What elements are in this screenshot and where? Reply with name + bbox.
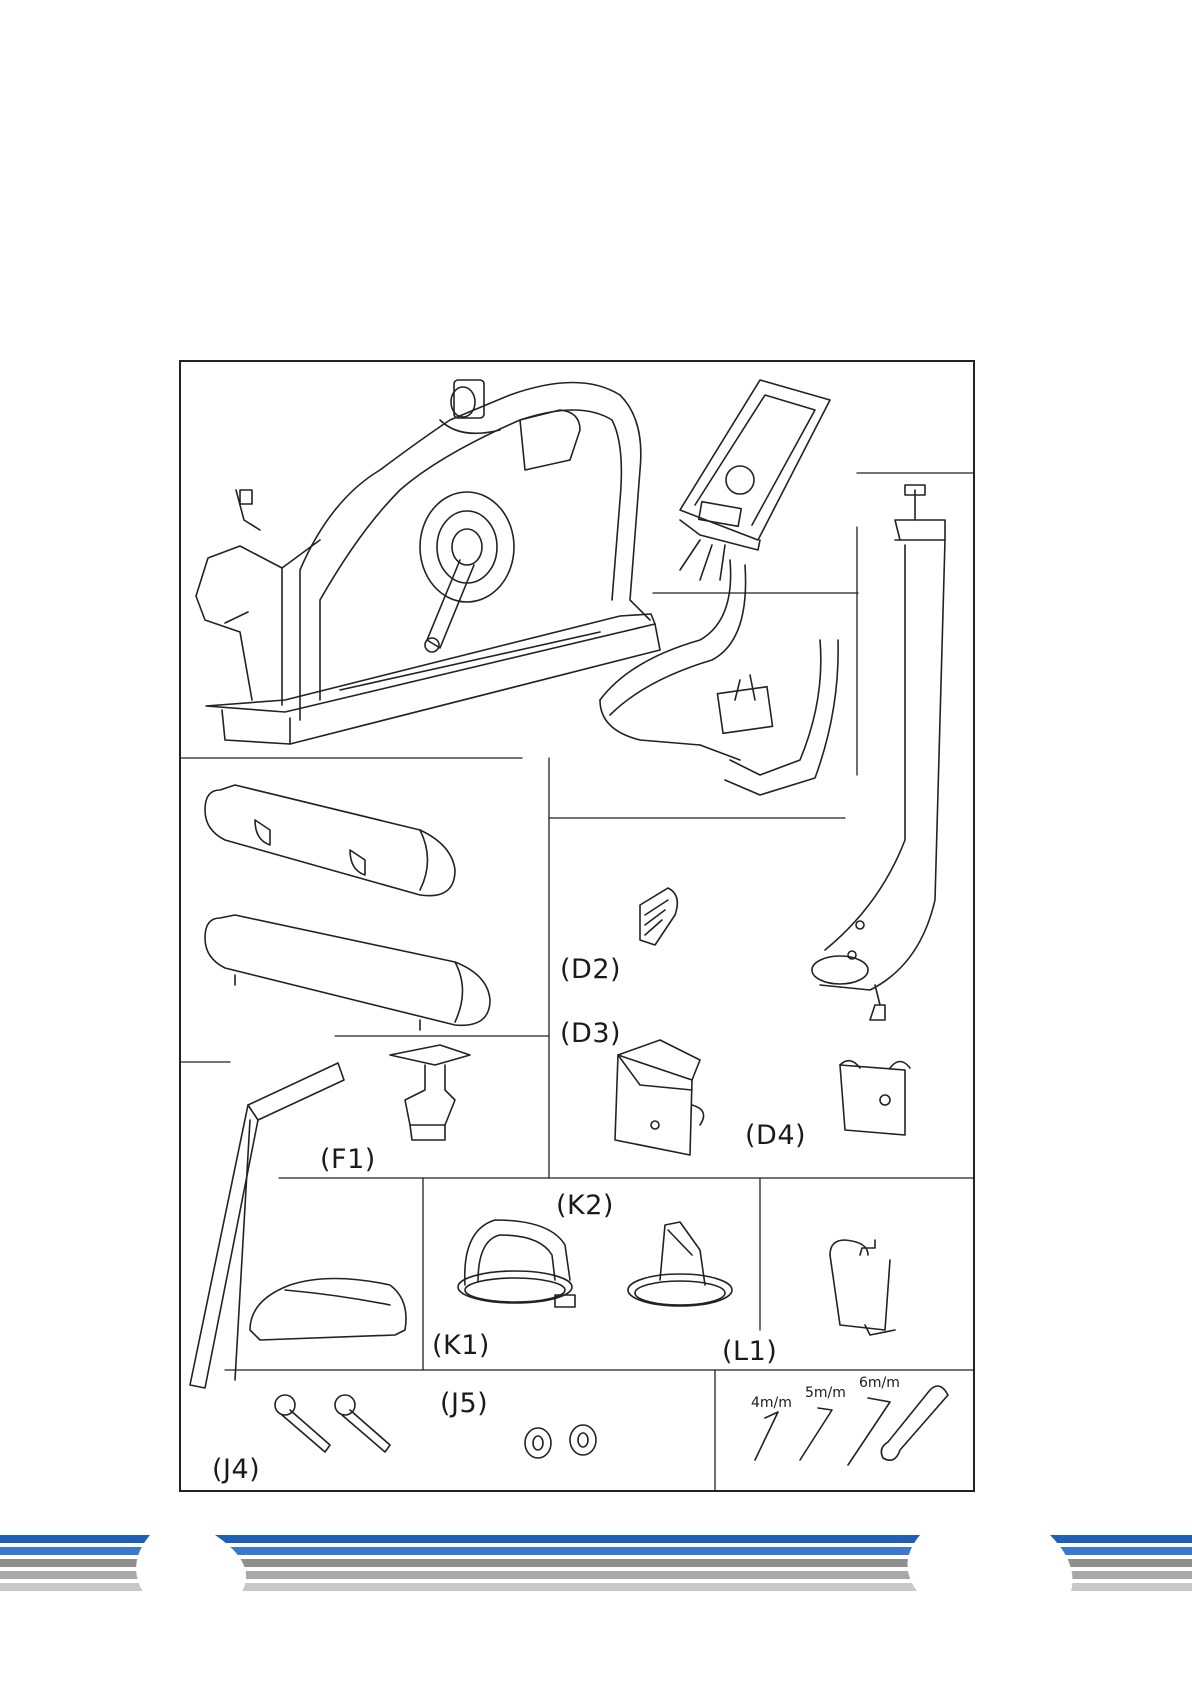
main-frame-illustration xyxy=(196,380,660,744)
part-f1-illustration xyxy=(390,1045,470,1140)
tool-label-6mm: 6m/m xyxy=(859,1375,900,1391)
pedal-k1-illustration xyxy=(458,1220,575,1307)
bottle-holder-illustration xyxy=(830,1240,895,1335)
handlebar-illustration xyxy=(600,560,838,795)
label-f1: (F1) xyxy=(320,1146,376,1173)
tool-label-5mm: 5m/m xyxy=(805,1385,846,1401)
label-d2: (D2) xyxy=(560,956,621,983)
washer-j5-illustration xyxy=(525,1425,596,1458)
label-l1: (L1) xyxy=(722,1338,777,1365)
stabilizer-illustrations xyxy=(205,785,490,1030)
bolt-j4-illustration xyxy=(275,1395,390,1452)
seat-illustration xyxy=(250,1279,406,1341)
label-d3: (D3) xyxy=(560,1020,621,1047)
label-j5: (J5) xyxy=(440,1390,488,1417)
footer-stripes xyxy=(0,1535,1192,1595)
label-j4: (J4) xyxy=(212,1456,260,1483)
console-mast-illustration xyxy=(812,485,945,1020)
part-d4-illustration xyxy=(840,1061,910,1135)
pedal-k2-illustration xyxy=(628,1222,732,1306)
label-k2: (K2) xyxy=(556,1192,614,1219)
label-d4: (D4) xyxy=(745,1122,806,1149)
part-d2-illustration xyxy=(640,888,677,945)
tool-label-4mm: 4m/m xyxy=(751,1395,792,1411)
part-d3-illustration xyxy=(615,1040,704,1155)
label-k1: (K1) xyxy=(432,1332,490,1359)
console-illustration xyxy=(680,380,830,580)
